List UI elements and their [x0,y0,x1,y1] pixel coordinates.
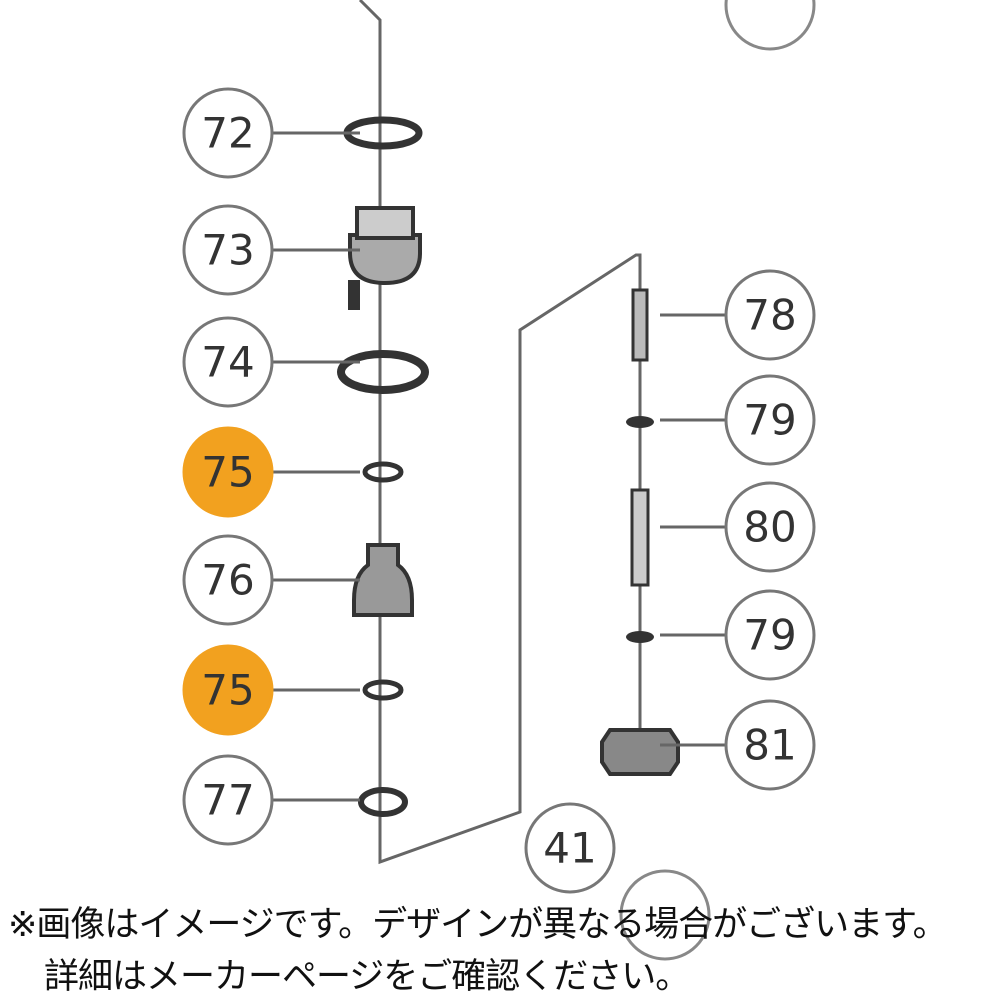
callout-left-77[interactable]: 77 [182,754,360,846]
connector-lines [358,0,816,961]
callout-left-76[interactable]: 76 [182,534,360,626]
callout-circle [182,87,274,179]
callout-circle [724,589,816,681]
callout-label: 74 [201,338,254,387]
callout-label: 76 [201,556,254,605]
callout-left-75[interactable]: 75 [182,644,360,736]
o-ring-75 [362,679,404,701]
o-ring-75 [362,461,404,483]
callout-label: 77 [201,776,254,825]
fitting-73 [348,233,422,286]
callout-label: 78 [743,291,796,340]
callout-circle [724,374,816,466]
callout-circle [724,269,816,361]
callout-label: 75 [201,666,254,715]
disclaimer-line-1: ※画像はイメージです。デザインが異なる場合がございます。 [8,905,948,945]
callout-label: 72 [201,109,254,158]
callout-label: 79 [743,396,796,445]
callout-label: 73 [201,226,254,275]
callout-label: 75 [201,448,254,497]
callout-41[interactable]: 41 [524,802,616,894]
callout-circle [182,426,274,518]
callout-left-73[interactable]: 73 [182,204,360,296]
disclaimer-line-2: 詳細はメーカーページをご確認ください。 [44,957,690,997]
callout-label: 81 [743,721,796,770]
callout-circle [182,204,274,296]
callout-right-80[interactable]: 80 [660,481,816,573]
callout-label: 80 [743,503,796,552]
callout-circle [182,316,274,408]
callout-circle [182,534,274,626]
seal-74 [337,350,429,394]
callout-right-81[interactable]: 81 [660,699,816,791]
callout-circle [724,699,816,791]
o-ring-79 [626,631,654,643]
callout-circle [724,481,816,573]
o-ring-79 [626,416,654,428]
callout-left-74[interactable]: 74 [182,316,360,408]
callout-circle [182,754,274,846]
callout-right-79[interactable]: 79 [660,374,816,466]
callout-right-78[interactable]: 78 [660,269,816,361]
pin-80 [630,488,650,587]
callout-circle [182,644,274,736]
spring-78 [631,288,649,362]
callout-circle [524,802,616,894]
callout-left-72[interactable]: 72 [182,87,360,179]
washer-77 [358,787,408,817]
callout-label: 41 [543,824,596,873]
callout-label: 79 [743,611,796,660]
callout-left-75[interactable]: 75 [182,426,360,518]
knob-81 [600,728,680,776]
callout-right-79[interactable]: 79 [660,589,816,681]
fitting-73-top [355,206,415,240]
part-shapes [337,116,680,817]
valve-76 [352,543,414,617]
fitting-73-pin [348,280,360,310]
